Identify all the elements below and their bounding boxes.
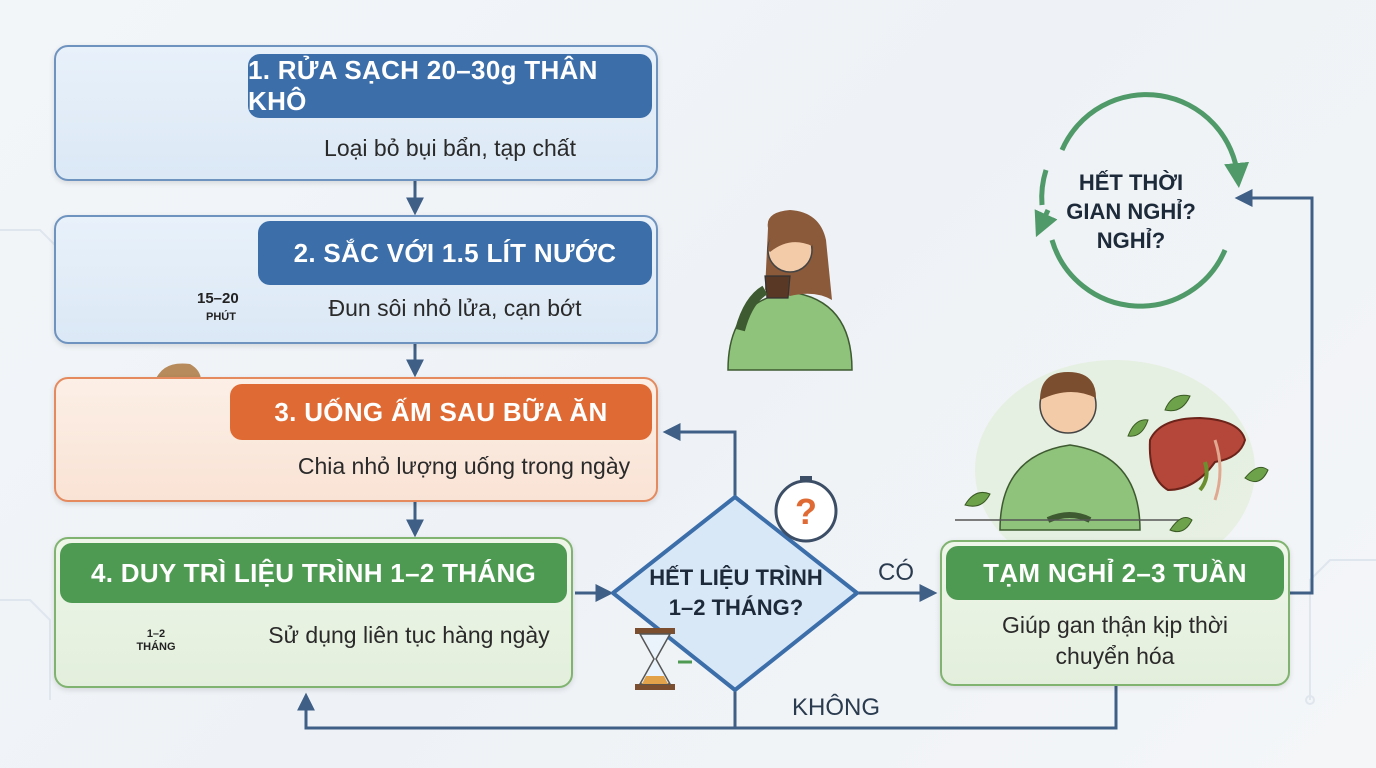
liver-icon (1148, 416, 1247, 501)
calendar-label: 1–2 THÁNG (136, 628, 176, 653)
timer-value: 15–20 (197, 290, 239, 307)
svg-text:?: ? (795, 491, 817, 532)
step2-desc: Đun sôi nhỏ lửa, cạn bớt (328, 294, 582, 321)
hourglass-icon (635, 628, 692, 690)
clock-question-icon: ? (774, 476, 838, 543)
arrow-decision-to-step3 (662, 423, 737, 497)
rest-desc: Giúp gan thận kịp thời chuyển hóa (1001, 612, 1229, 669)
timer-unit: PHÚT (206, 311, 236, 323)
yes-label: CÓ (878, 559, 914, 586)
arrow-rest-cycle (1234, 189, 1314, 595)
decision-text: HẾT LIỆU TRÌNH 1–2 THÁNG? (649, 565, 823, 620)
step1-title: 1. RỬA SẠCH 20–30g THÂN KHÔ (248, 54, 652, 118)
step3-desc: Chia nhỏ lượng uống trong ngày (297, 452, 631, 479)
arrow-rest-return (735, 686, 1118, 730)
cycle-icon (1034, 92, 1250, 309)
step3-title: 3. UỐNG ẤM SAU BỮA ĂN (230, 384, 652, 440)
flow-arrows (297, 181, 1314, 730)
leaf-decor-icon (964, 394, 1269, 533)
step2-title: 2. SẮC VỚI 1.5 LÍT NƯỚC (258, 221, 652, 285)
cycle-text: HẾT THỜI GIAN NGHỈ? NGHỈ? (1066, 170, 1196, 253)
arrow-no (297, 690, 737, 730)
rest-title: TẠM NGHỈ 2–3 TUẦN (946, 546, 1284, 600)
step4-title: 4. DUY TRÌ LIỆU TRÌNH 1–2 THÁNG (60, 543, 567, 603)
no-label: KHÔNG (792, 694, 881, 721)
woman-drinking-icon (727, 210, 853, 371)
decision-diamond (611, 495, 859, 692)
step4-desc: Sử dụng liên tục hàng ngày (268, 621, 550, 648)
step1-desc: Loại bỏ bụi bẩn, tạp chất (324, 134, 576, 161)
